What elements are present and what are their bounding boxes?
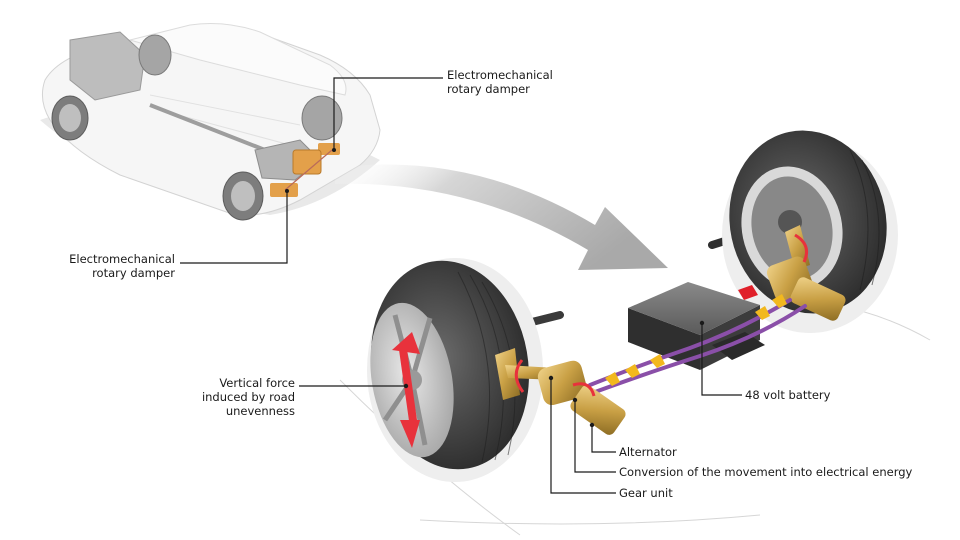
flow-arrow (625, 364, 640, 378)
flow-arrow (772, 294, 787, 308)
callout-line-conversion (574, 400, 616, 473)
energy-flow-arrows (605, 294, 787, 386)
battery-front (700, 305, 760, 370)
spoke (409, 317, 433, 381)
callout-line-battery (701, 323, 742, 396)
transition-arrow-body (335, 164, 668, 270)
tread-line (849, 149, 869, 291)
flow-arrow (650, 354, 665, 368)
car-rear-rim-left (231, 181, 255, 211)
right-rotation-arrow (794, 233, 808, 263)
car-rear-wheel-right (301, 95, 343, 141)
label-rear-damper-left: Electromechanical rotary damper (69, 252, 175, 280)
label-battery: 48 volt battery (745, 388, 831, 402)
left-rotary-damper (495, 348, 626, 435)
label-line: induced by road (201, 390, 295, 404)
label-conversion: Conversion of the movement into electric… (619, 465, 913, 479)
label-rear-damper-top: Electromechanical rotary damper (447, 68, 553, 96)
battery-side (628, 308, 700, 370)
callout-dot (332, 148, 336, 152)
car-front-wheel-right (138, 34, 172, 76)
callout-dot (285, 189, 289, 193)
car-roof (128, 23, 347, 96)
vertical-force-arrow (392, 332, 420, 448)
cable-right (593, 304, 807, 394)
force-arrow-shaft (398, 344, 418, 426)
label-line: unevenness (225, 404, 295, 418)
label-line: rotary damper (92, 266, 175, 280)
label-gear-unit: Gear unit (619, 486, 673, 500)
spoke (409, 379, 428, 446)
flow-arrow (605, 372, 620, 386)
drive-shaft (149, 103, 266, 152)
label-line: rotary damper (447, 82, 530, 96)
alternator-body (570, 385, 626, 435)
callout-dots (285, 148, 705, 428)
battery-48v (628, 282, 765, 370)
right-damper-alternator (790, 277, 846, 321)
callout-line-rear-damper-left (180, 191, 288, 264)
car-wire (284, 149, 333, 191)
callout-lines (180, 77, 742, 494)
transition-arrow (335, 164, 668, 270)
force-arrow-head-up (392, 332, 420, 354)
label-line: Electromechanical (69, 252, 175, 266)
tread-line (861, 159, 880, 286)
engine-block (69, 31, 146, 101)
car-damper-unit-rear-left (270, 183, 298, 197)
battery-connector-box (712, 332, 765, 360)
label-line: Vertical force (219, 376, 295, 390)
car-control-unit (292, 149, 322, 175)
force-arrow-head-down (400, 420, 420, 448)
battery-top (628, 282, 760, 335)
label-vertical-force: Vertical force induced by road unevennes… (202, 376, 295, 418)
callout-line-alternator (591, 425, 616, 453)
callout-line-gear-unit (550, 378, 616, 494)
road-line (419, 514, 761, 525)
right-tread (849, 149, 880, 291)
left-wheel (367, 258, 543, 482)
battery-terminal (738, 285, 758, 300)
callout-line-rear-damper-top (333, 77, 443, 150)
right-wheel (722, 130, 898, 333)
right-rotary-damper (766, 225, 846, 321)
flow-arrow (755, 306, 770, 320)
callout-dot (699, 320, 705, 326)
car-front-rim-left (59, 104, 81, 132)
conversion-rotation-arrow (572, 382, 596, 397)
callout-dot (403, 383, 409, 389)
callout-dot (589, 422, 595, 428)
label-line: Electromechanical (447, 68, 553, 82)
gear-unit-body (537, 360, 588, 406)
left-rotation-arrow (514, 359, 525, 393)
callout-dot (548, 375, 554, 381)
label-alternator: Alternator (619, 445, 677, 459)
tread-line (457, 271, 491, 463)
callout-dot (572, 397, 578, 403)
car-illustration (40, 23, 381, 221)
